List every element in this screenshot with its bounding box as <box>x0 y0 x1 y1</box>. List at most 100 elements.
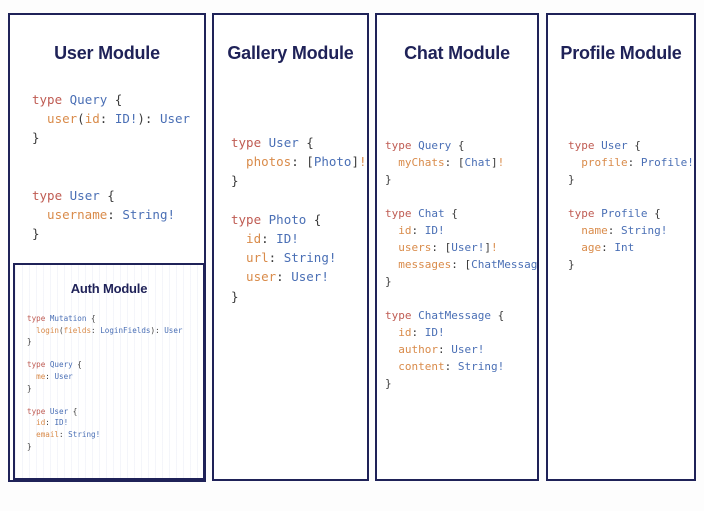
code-token: User! <box>451 343 485 356</box>
code-token: fields <box>63 325 92 335</box>
code-token: : <box>607 224 621 237</box>
code-token: ] <box>484 241 491 254</box>
code-token: User <box>69 188 100 204</box>
code-token: author <box>385 343 438 356</box>
code-user-line: } <box>32 128 190 147</box>
code-token: type <box>27 406 50 416</box>
module-card-auth[interactable]: Auth Module type Mutation { login(fields… <box>13 263 204 480</box>
code-token: : <box>99 111 115 127</box>
code-auth-line: email: String! <box>27 429 183 441</box>
module-card-gallery[interactable]: Gallery Module type User { photos: [Phot… <box>212 13 369 481</box>
code-token: : <box>437 343 452 356</box>
code-profile-line <box>568 188 694 205</box>
code-token: type <box>27 314 50 323</box>
module-code-user: type Query { user(id: ID!): User} type U… <box>32 90 190 244</box>
code-token: myChats <box>385 156 445 169</box>
code-token: } <box>568 173 575 186</box>
code-token: } <box>231 173 239 189</box>
code-token: Chat <box>464 156 491 169</box>
code-token: { <box>627 139 641 152</box>
code-token: Chat <box>418 207 445 220</box>
code-token: Profile <box>601 207 648 220</box>
code-auth-line <box>27 394 183 406</box>
code-token: } <box>27 383 32 393</box>
module-card-user[interactable]: User Module type Query { user(id: ID!): … <box>8 13 206 482</box>
code-token: : <box>268 250 284 266</box>
module-card-chat-inner <box>377 15 537 479</box>
code-chat-line: myChats: [Chat]! <box>385 154 537 171</box>
code-token: age <box>568 241 602 254</box>
code-profile-line: type Profile { <box>568 205 694 222</box>
code-token: users <box>385 241 432 254</box>
code-token: Query <box>69 92 108 107</box>
code-token: messages <box>385 258 452 271</box>
module-title-chat: Chat Module <box>404 43 510 63</box>
code-token: User <box>54 371 73 381</box>
module-card-profile[interactable]: Profile Module type User { profile: Prof… <box>546 13 696 481</box>
code-token: } <box>32 226 40 242</box>
code-token: { <box>451 139 465 152</box>
code-chat-line: author: User! <box>385 341 537 358</box>
code-token: url <box>231 250 269 266</box>
code-token: login <box>27 325 60 335</box>
code-token: id <box>84 111 100 127</box>
code-token: type <box>385 207 419 220</box>
code-token: { <box>72 360 82 370</box>
code-token: type <box>32 92 70 107</box>
code-token: type <box>385 309 419 322</box>
code-token: } <box>568 258 575 271</box>
code-profile-line: } <box>568 171 694 188</box>
code-token: type <box>231 135 269 150</box>
code-auth-line <box>27 348 183 360</box>
code-token: ID! <box>424 326 445 339</box>
code-token: : <box>444 360 458 373</box>
code-token: User <box>159 111 191 127</box>
code-token: : <box>411 326 425 339</box>
code-auth-line: id: ID! <box>27 417 183 429</box>
code-token: { <box>490 309 505 322</box>
module-card-chat[interactable]: Chat Module type Query { myChats: [Chat]… <box>375 13 539 481</box>
code-token: : <box>155 325 165 335</box>
code-token: User! <box>451 241 485 254</box>
code-token: user <box>231 269 277 285</box>
module-code-gallery: type User { photos: [Photo]!} type Photo… <box>231 133 367 306</box>
code-auth-line: type User { <box>27 406 183 418</box>
code-token: ) <box>137 111 145 127</box>
code-token: : <box>59 429 69 439</box>
module-title-profile: Profile Module <box>560 43 682 63</box>
code-token: [ <box>464 258 472 271</box>
code-token: ( <box>59 325 64 335</box>
code-auth-line: } <box>27 383 183 395</box>
code-gallery-line: id: ID! <box>231 229 367 248</box>
code-profile-line: name: String! <box>568 222 694 239</box>
code-token: profile <box>568 156 628 169</box>
code-token: : <box>411 224 425 237</box>
code-chat-line: id: ID! <box>385 324 537 341</box>
code-token: : <box>261 231 277 247</box>
code-gallery-line: type User { <box>231 133 367 152</box>
code-token: id <box>231 231 262 247</box>
code-token: : <box>451 258 465 271</box>
code-token: : <box>107 207 123 223</box>
code-token: photos <box>231 154 292 170</box>
code-chat-line: } <box>385 273 537 290</box>
code-chat-line: type Query { <box>385 137 537 154</box>
code-gallery-line: } <box>231 287 367 306</box>
code-token: : <box>601 241 615 254</box>
code-chat-line <box>385 188 537 205</box>
code-token: } <box>27 337 32 347</box>
code-token: : <box>45 418 55 428</box>
code-token: type <box>385 139 419 152</box>
code-chat-line: id: ID! <box>385 222 537 239</box>
code-token: User <box>601 139 628 152</box>
code-gallery-line: url: String! <box>231 248 367 267</box>
code-token: String! <box>122 207 176 223</box>
code-user-line: } <box>32 224 190 243</box>
code-token: Query <box>49 360 73 370</box>
code-token: User <box>164 325 183 335</box>
code-token: : <box>45 371 55 381</box>
code-token: Mutation <box>49 314 87 323</box>
code-profile-line: profile: Profile! <box>568 154 694 171</box>
code-user-line: username: String! <box>32 205 190 224</box>
code-token: } <box>27 441 32 451</box>
